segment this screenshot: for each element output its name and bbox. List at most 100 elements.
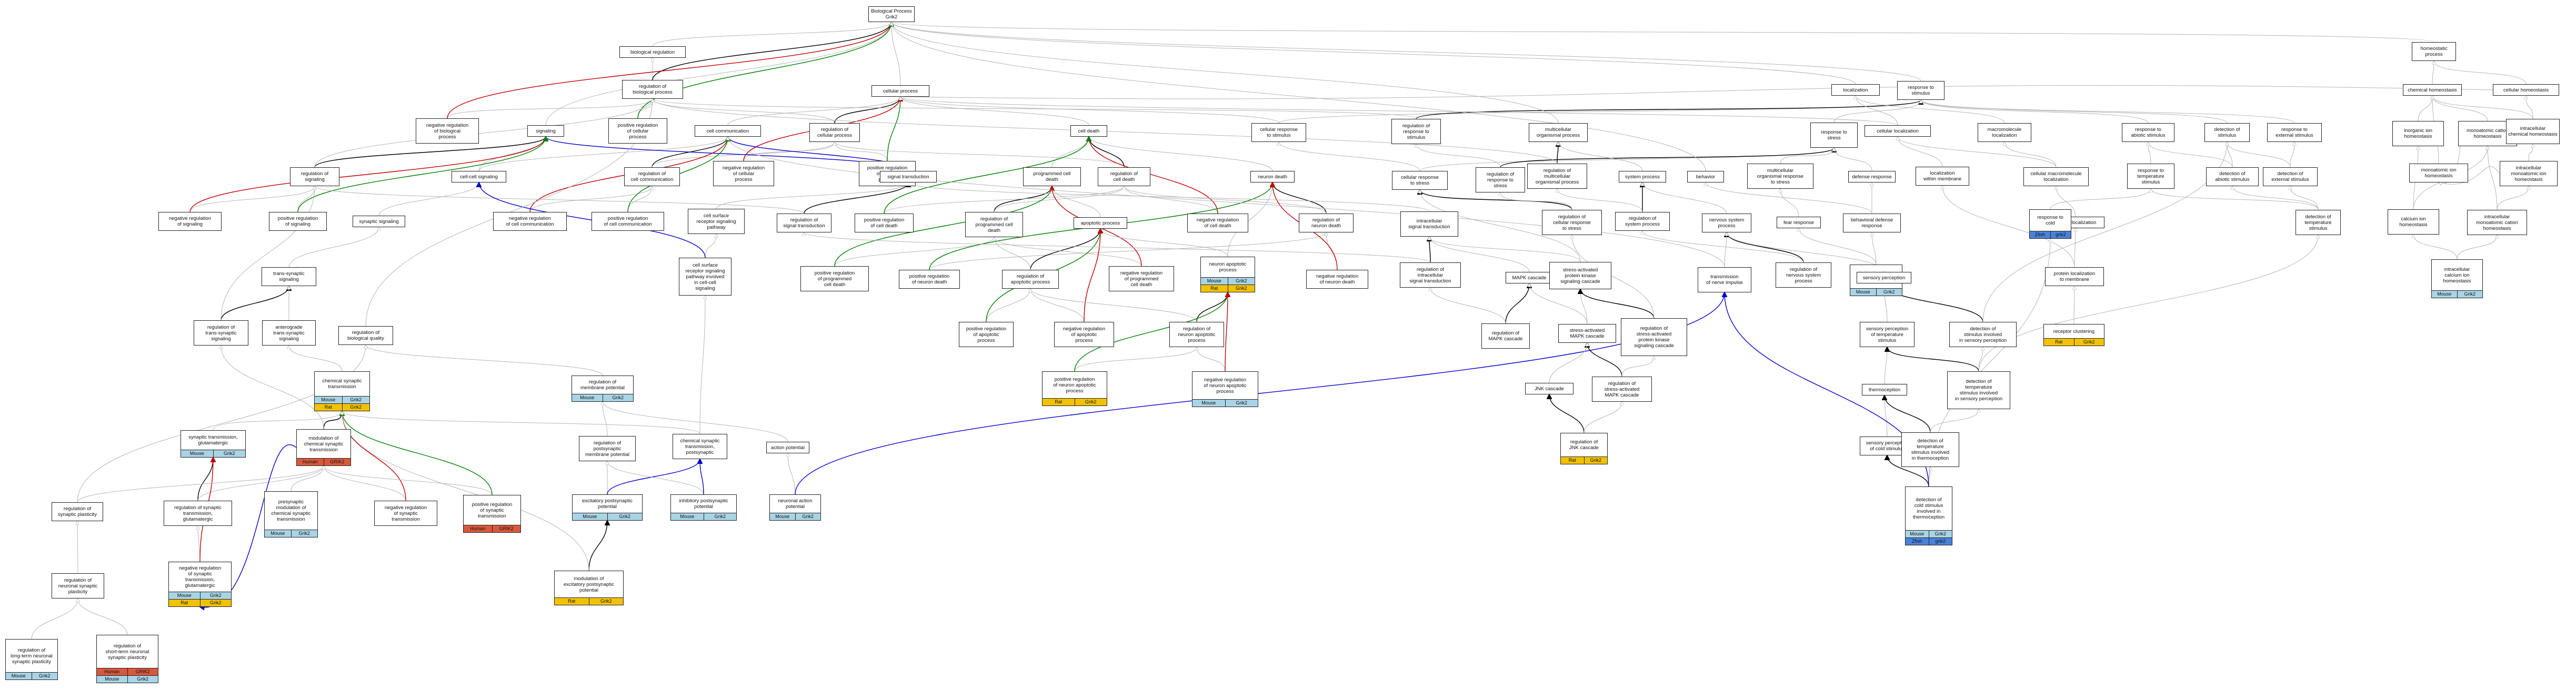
go-term-node[interactable]: presynaptic modulation of chemical synap… xyxy=(264,491,318,537)
go-term-node[interactable]: anterograde trans-synaptic signaling xyxy=(262,320,316,346)
go-term-node[interactable]: response to external stimulus xyxy=(2267,123,2322,142)
go-term-node[interactable]: behavior xyxy=(1687,171,1724,182)
go-term-node[interactable]: regulation of stress-activated protein k… xyxy=(1621,318,1687,356)
go-term-node[interactable]: multicellular organismal process xyxy=(1529,123,1588,142)
go-term-node[interactable]: positive regulation of synaptic transmis… xyxy=(463,495,521,533)
go-term-node[interactable]: intracellular monoatomic ion homeostasis xyxy=(2500,161,2558,186)
go-term-node[interactable]: cell surface receptor signaling pathway … xyxy=(679,258,731,296)
go-term-node[interactable]: calcium ion homeostasis xyxy=(2388,209,2439,235)
go-term-node[interactable]: cell communication xyxy=(695,125,761,137)
go-term-node[interactable]: nervous system process xyxy=(1702,214,1751,232)
go-term-node[interactable]: fear response xyxy=(1777,217,1821,228)
go-term-node[interactable]: intracellular monoatomic cation homeosta… xyxy=(2467,210,2527,235)
go-term-node[interactable]: regulation of neuron death xyxy=(1299,214,1354,232)
go-term-node[interactable]: localization within membrane xyxy=(1916,167,1969,186)
go-term-node[interactable]: multicellular organismal response to str… xyxy=(1747,164,1813,189)
go-term-node[interactable]: detection of temperature stimulus involv… xyxy=(1947,371,2010,409)
go-term-node[interactable]: Biological Process Grik2 xyxy=(868,6,915,22)
go-term-node[interactable]: neuron death xyxy=(1250,171,1295,182)
go-term-node[interactable]: cell death xyxy=(1070,125,1107,137)
go-term-node[interactable]: positive regulation of cell death xyxy=(855,214,914,232)
go-term-node[interactable]: positive regulation of neuron apoptotic … xyxy=(1042,371,1107,406)
go-term-node[interactable]: defense response xyxy=(1848,171,1896,182)
go-term-node[interactable]: signal transduction xyxy=(880,171,937,182)
go-term-node[interactable]: regulation of biological process xyxy=(622,80,683,99)
go-term-node[interactable]: stress-activated MAPK cascade xyxy=(1558,324,1616,343)
go-term-node[interactable]: trans-synaptic signaling xyxy=(262,267,316,286)
go-term-node[interactable]: JNK cascade xyxy=(1525,383,1573,394)
go-term-node[interactable]: detection of external stimulus xyxy=(2263,167,2318,186)
go-term-node[interactable]: regulation of cellular process xyxy=(809,123,860,142)
go-term-node[interactable]: programmed cell death xyxy=(1023,167,1081,186)
go-term-node[interactable]: negative regulation of synaptic transmis… xyxy=(374,501,437,526)
go-term-node[interactable]: negative regulation of cellular process xyxy=(713,161,774,186)
go-term-node[interactable]: regulation of nervous system process xyxy=(1776,262,1831,288)
go-term-node[interactable]: sensory perception xyxy=(1857,272,1911,283)
go-term-node[interactable]: negative regulation of synaptic transmis… xyxy=(168,562,232,607)
go-term-node[interactable]: regulation of neuron apoptotic process xyxy=(1169,322,1224,347)
go-term-node[interactable]: regulation of neuronal synaptic plastici… xyxy=(52,573,104,598)
go-term-node[interactable]: homeostatic process xyxy=(2412,42,2456,61)
go-term-node[interactable]: positive regulation of cell communicatio… xyxy=(592,212,664,231)
go-term-node[interactable]: regulation of intracellular signal trans… xyxy=(1400,262,1461,288)
go-term-node[interactable]: apoptotic process xyxy=(1074,217,1127,229)
go-term-node[interactable]: negative regulation of programmed cell d… xyxy=(1109,266,1174,291)
go-term-node[interactable]: regulation of response to stress xyxy=(1476,167,1525,192)
go-term-node[interactable]: regulation of long-term neuronal synapti… xyxy=(5,639,58,680)
go-term-node[interactable]: response to stimulus xyxy=(1897,81,1944,100)
go-term-node[interactable]: positive regulation of signaling xyxy=(269,212,327,231)
go-term-node[interactable]: cell surface receptor signaling pathway xyxy=(688,209,745,234)
go-term-node[interactable]: cellular response to stimulus xyxy=(1251,123,1306,142)
go-term-node[interactable]: regulation of multicellular organismal p… xyxy=(1527,164,1587,189)
go-term-node[interactable]: negative regulation of cell death xyxy=(1187,214,1248,232)
go-term-node[interactable]: action potential xyxy=(766,442,809,453)
go-term-node[interactable]: regulation of MAPK cascade xyxy=(1481,323,1530,349)
go-term-node[interactable]: regulation of cell communication xyxy=(624,167,680,186)
go-term-node[interactable]: response to temperature stimulus xyxy=(2127,164,2174,189)
go-term-node[interactable]: detection of temperature stimulus involv… xyxy=(1901,432,1959,467)
go-term-node[interactable]: system process xyxy=(1619,171,1666,182)
go-term-node[interactable]: regulation of short-term neuronal synapt… xyxy=(96,635,158,683)
go-term-node[interactable]: regulation of postsynaptic membrane pote… xyxy=(579,436,636,461)
go-term-node[interactable]: negative regulation of neuron death xyxy=(1306,270,1368,289)
go-term-node[interactable]: detection of stimulus involved in sensor… xyxy=(1949,322,2017,347)
go-term-node[interactable]: chemical homeostasis xyxy=(2403,84,2462,96)
go-term-node[interactable]: detection of cold stimulus involved in t… xyxy=(1905,486,1952,545)
go-term-node[interactable]: behavioral defense response xyxy=(1843,214,1901,232)
go-term-node[interactable]: negative regulation of neuron apoptotic … xyxy=(1192,371,1258,407)
go-term-node[interactable]: cellular process xyxy=(871,85,929,97)
go-term-node[interactable]: intracellular signal transduction xyxy=(1400,211,1458,237)
go-term-node[interactable]: positive regulation of apoptotic process xyxy=(959,322,1014,347)
go-term-node[interactable]: intracellular chemical homeostasis xyxy=(2506,119,2560,144)
go-term-node[interactable]: negative regulation of biological proces… xyxy=(416,118,479,144)
go-term-node[interactable]: localization xyxy=(1831,84,1880,96)
go-term-node[interactable]: signaling xyxy=(527,125,564,137)
go-term-node[interactable]: inorganic ion homeostasis xyxy=(2392,121,2444,146)
go-term-node[interactable]: thermoception xyxy=(1862,384,1907,395)
go-term-node[interactable]: regulation of cellular response to stres… xyxy=(1542,210,1602,235)
go-term-node[interactable]: modulation of excitatory postsynaptic po… xyxy=(554,571,624,605)
go-term-node[interactable]: regulation of apoptotic process xyxy=(1002,270,1059,289)
go-term-node[interactable]: regulation of synaptic plasticity xyxy=(52,502,103,521)
go-term-node[interactable]: cellular response to stress xyxy=(1392,171,1448,190)
go-term-node[interactable]: response to abiotic stimulus xyxy=(2122,123,2174,142)
go-term-node[interactable]: regulation of biological quality xyxy=(338,326,393,345)
go-term-node[interactable]: modulation of chemical synaptic transmis… xyxy=(296,429,351,466)
go-term-node[interactable]: regulation of stress-activated MAPK casc… xyxy=(1592,377,1652,402)
go-term-node[interactable]: detection of temperature stimulus xyxy=(2296,210,2341,235)
go-term-node[interactable]: synaptic signaling xyxy=(353,216,405,227)
go-term-node[interactable]: negative regulation of cell communicatio… xyxy=(493,212,567,231)
go-term-node[interactable]: protein localization to membrane xyxy=(2045,267,2104,286)
go-term-node[interactable]: regulation of cell death xyxy=(1098,167,1150,186)
go-term-node[interactable]: regulation of programmed cell death xyxy=(965,212,1023,237)
go-term-node[interactable]: regulation of synaptic transmission, glu… xyxy=(164,501,232,526)
